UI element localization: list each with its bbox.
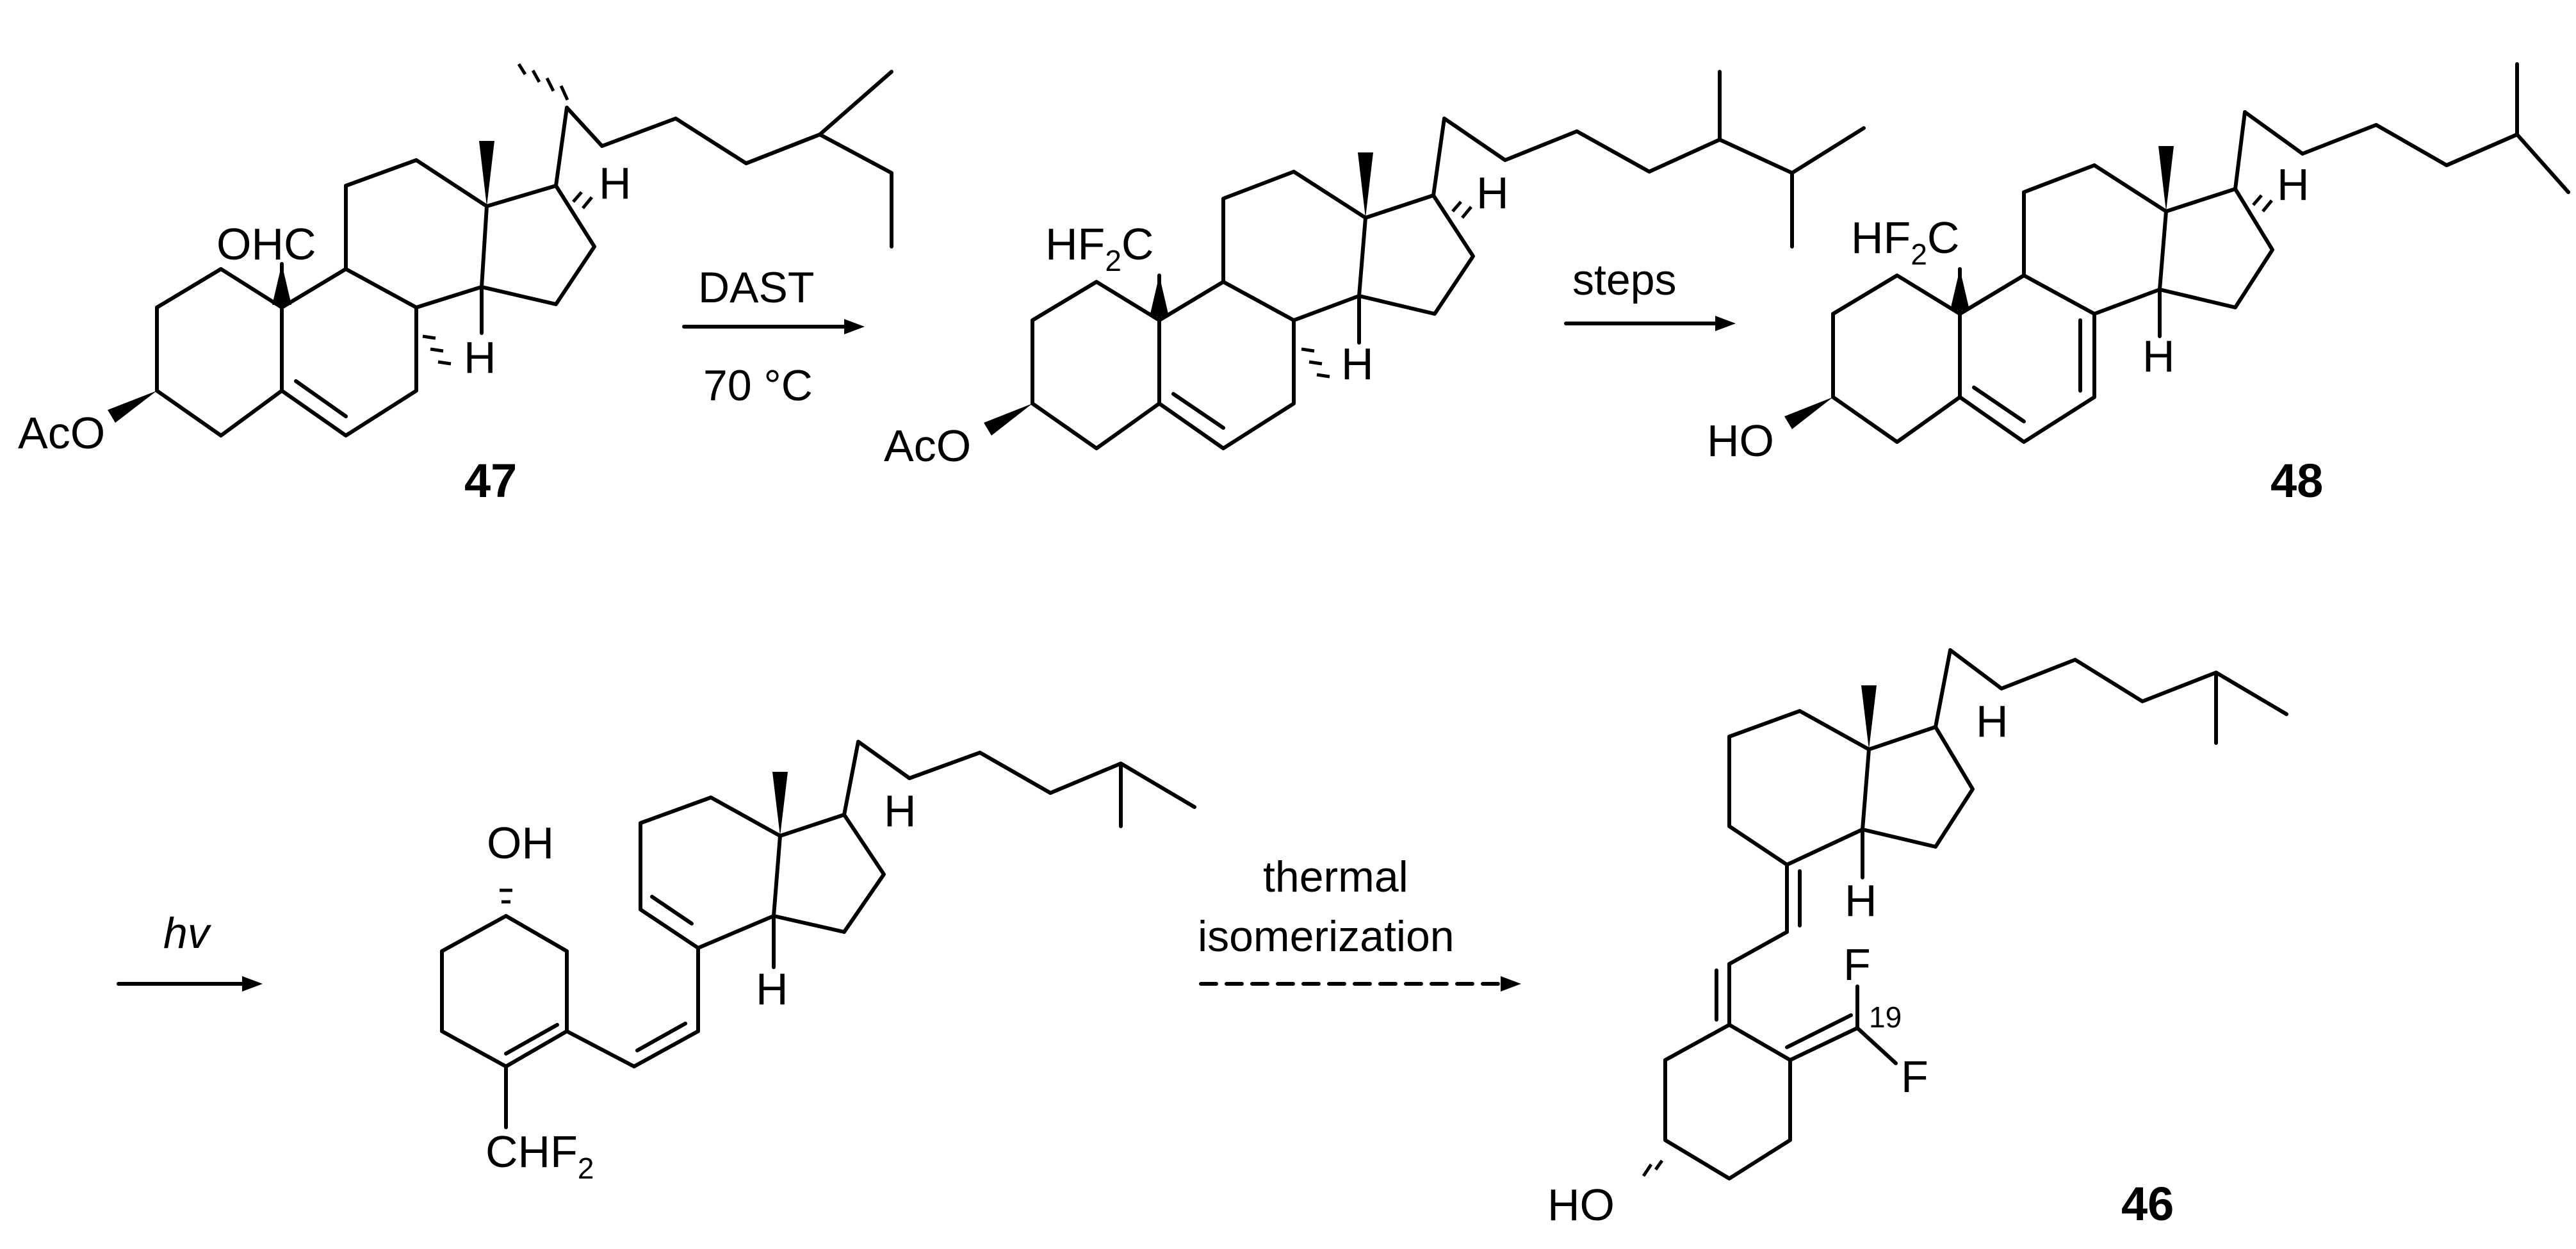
h17-label: H [1476,168,1509,218]
steps-label: steps [1572,256,1677,304]
cf2-label: HF2C [1045,219,1153,277]
hydroxyl-label: HO [1547,1180,1615,1230]
hydroxyl-label: HO [1707,416,1774,466]
h17-label: H [884,786,917,836]
h14-label: H [756,964,788,1014]
isomerization-label: isomerization [1198,912,1455,961]
fluorine-top-label: F [1843,940,1871,990]
h14-label: H [1845,876,1877,926]
h14-label: H [2142,331,2175,381]
aldehyde-label: OHC [216,219,316,269]
compound-number-46: 46 [2121,1177,2174,1230]
fluorine-bottom-label: F [1901,1052,1928,1102]
chf2-label: CHF2 [485,1127,594,1185]
previtamin-structure: OH CHF2 H H [440,740,1196,1185]
methyl-hash-bond [517,63,569,101]
acetoxy-label: AcO [18,408,105,458]
compound-number-47: 47 [464,454,517,507]
dast-conditions-label: 70 °C [703,361,813,410]
thermal-isomerization-arrow: thermal isomerization [1198,853,1521,992]
position-19-label: 19 [1869,1000,1902,1034]
h14-label: H [1341,339,1374,389]
h17-label: H [2277,159,2310,209]
steps-arrow: steps [1564,256,1736,331]
compound-number-48: 48 [2270,454,2323,507]
compound-48-structure: HF2C HO H H 48 [1707,62,2570,507]
c18-methyl-wedge [479,141,494,206]
dast-reagent-label: DAST [698,263,814,312]
thermal-label: thermal [1263,853,1408,901]
acetoxy-label: AcO [884,421,971,471]
compound-46-structure: HO F 19 F H H 46 [1547,648,2288,1230]
oac-wedge [108,391,157,423]
h17-label: H [1976,696,2009,746]
hydroxyl-label: OH [487,818,554,868]
dast-arrow: DAST 70 °C [682,263,865,410]
cf2-label: HF2C [1851,213,1959,271]
difluoromethyl-acetate-structure: HF2C AcO H H [884,70,1866,471]
hv-label: hv [163,909,212,958]
h17-label: H [599,158,632,208]
hv-arrow: hv [117,909,263,992]
c19-wedge [272,264,291,305]
compound-47-structure: OHC AcO H H 47 [18,63,893,507]
h14-label: H [464,332,496,382]
